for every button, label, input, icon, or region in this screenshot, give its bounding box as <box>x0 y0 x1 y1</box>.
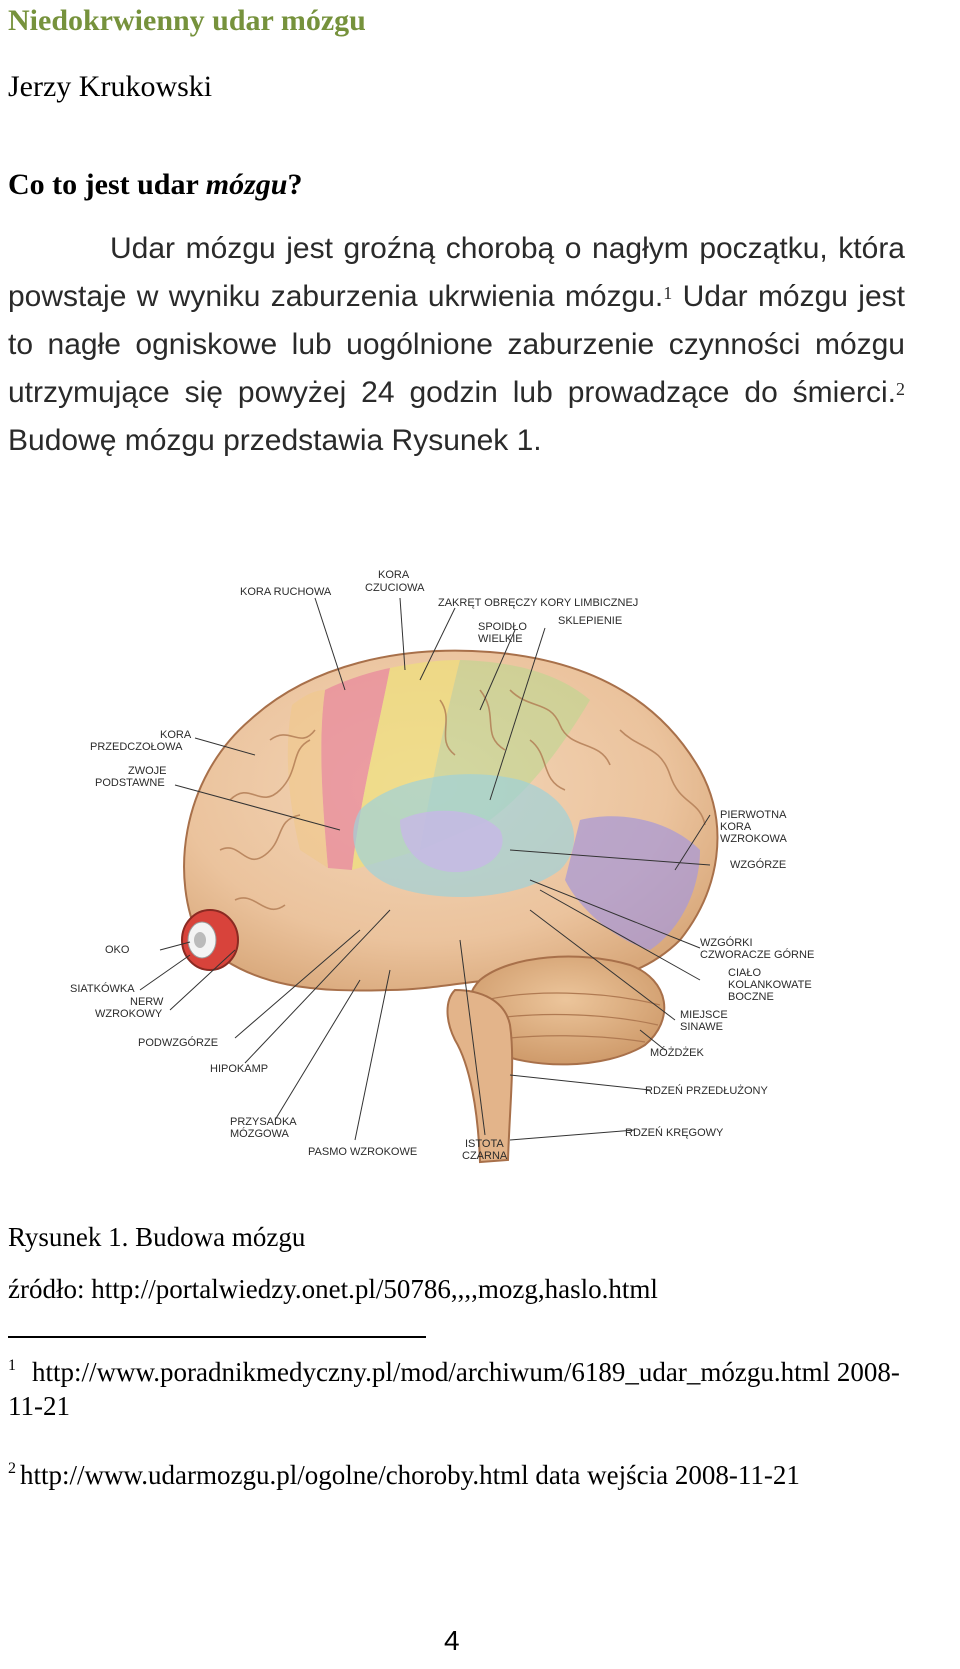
footnote-1-text[interactable]: http://www.poradnikmedyczny.pl/mod/archi… <box>8 1357 900 1421</box>
label-kora-przedczolowa-1: KORA <box>160 729 192 741</box>
label-cialo-3: BOCZNE <box>728 991 774 1003</box>
label-nerw-1: NERW <box>130 996 164 1008</box>
section-heading: Co to jest udar mózgu? <box>8 168 302 202</box>
label-mozdzek: MÓŻDŻEK <box>650 1046 704 1059</box>
label-spoidlo-2: WIELKIE <box>478 633 523 645</box>
label-istota-2: CZARNA <box>462 1150 508 1162</box>
label-przysadka-2: MÓZGOWA <box>230 1127 290 1140</box>
label-kora-czuciowa-1: KORA <box>378 569 410 581</box>
brain-diagram: KORA RUCHOWA KORA CZUCIOWA ZAKRĘT OBRĘCZ… <box>70 569 814 1164</box>
leader-lines <box>139 597 711 1141</box>
sentence-2: Udar mózgu jest to nagłe ogniskowe lub u… <box>8 280 905 409</box>
visual-cortex-area <box>565 816 700 950</box>
label-cialo-2: KOLANKOWATE <box>728 979 812 991</box>
label-spoidlo-1: SPOIDŁO <box>478 621 527 633</box>
label-rdzen-kregowy: RDZEŃ KRĘGOWY <box>625 1126 724 1139</box>
label-wzgorki-2: CZWORACZE GÓRNE <box>700 948 814 961</box>
label-wzgorki-1: WZGÓRKI <box>700 936 753 949</box>
footnote-1-number: 1 <box>8 1357 16 1374</box>
label-podwzgorze: PODWZGÓRZE <box>138 1036 218 1049</box>
footnote-separator <box>8 1336 426 1338</box>
footnote-2-number: 2 <box>8 1460 16 1477</box>
section-heading-italic: mózgu <box>205 168 288 201</box>
label-miejsce-2: SINAWE <box>680 1021 723 1033</box>
label-zakret-obreczy: ZAKRĘT OBRĘCZY KORY LIMBICZNEJ <box>438 597 638 609</box>
figure-source-link[interactable]: źródło: http://portalwiedzy.onet.pl/5078… <box>8 1274 658 1304</box>
label-siatkowka: SIATKÓWKA <box>70 982 135 995</box>
label-zwoje-1: ZWOJE <box>128 765 167 777</box>
sentence-1: Udar mózgu jest groźną chorobą o nagłym … <box>8 232 905 313</box>
label-kora-ruchowa: KORA RUCHOWA <box>240 586 332 598</box>
label-kora-przedczolowa-2: PRZEDCZOŁOWA <box>90 741 183 753</box>
label-kora-czuciowa-2: CZUCIOWA <box>365 582 425 594</box>
author-name: Jerzy Krukowski <box>8 70 213 103</box>
body-paragraph: Udar mózgu jest groźną chorobą o nagłym … <box>8 225 905 465</box>
section-heading-text: Co to jest udar <box>8 168 206 201</box>
footnote-ref-1[interactable]: 1 <box>663 283 673 303</box>
label-wzgorze: WZGÓRZE <box>730 858 786 871</box>
label-sklepienie: SKLEPIENIE <box>558 615 622 627</box>
footnote-2-text[interactable]: http://www.udarmozgu.pl/ogolne/choroby.h… <box>20 1460 800 1490</box>
brainstem-shape <box>446 988 514 1164</box>
label-miejsce-1: MIEJSCE <box>680 1009 728 1021</box>
label-pierwotna-1: PIERWOTNA <box>720 809 787 821</box>
label-przysadka-1: PRZYSADKA <box>230 1116 297 1128</box>
label-pierwotna-3: WZROKOWA <box>720 833 787 845</box>
figure-caption: Rysunek 1. Budowa mózgu <box>8 1222 306 1252</box>
sentence-3: Budowę mózgu przedstawia Rysunek 1. <box>8 424 542 457</box>
label-pierwotna-2: KORA <box>720 821 752 833</box>
label-cialo-1: CIAŁO <box>728 967 761 979</box>
label-oko: OKO <box>105 944 130 956</box>
section-heading-suffix: ? <box>287 168 303 201</box>
page-number: 4 <box>444 1625 460 1656</box>
document-title: Niedokrwienny udar mózgu <box>8 4 366 37</box>
label-rdzen-przedluzony: RDZEŃ PRZEDŁUŻONY <box>645 1084 769 1097</box>
label-pasmo-wzrokowe: PASMO WZROKOWE <box>308 1146 417 1158</box>
motor-cortex-area <box>321 668 390 870</box>
label-nerw-2: WZROKOWY <box>95 1008 163 1020</box>
label-zwoje-2: PODSTAWNE <box>95 777 165 789</box>
label-istota-1: ISTOTA <box>465 1138 504 1150</box>
label-hipokamp: HIPOKAMP <box>210 1063 268 1075</box>
footnote-ref-2[interactable]: 2 <box>896 379 905 399</box>
